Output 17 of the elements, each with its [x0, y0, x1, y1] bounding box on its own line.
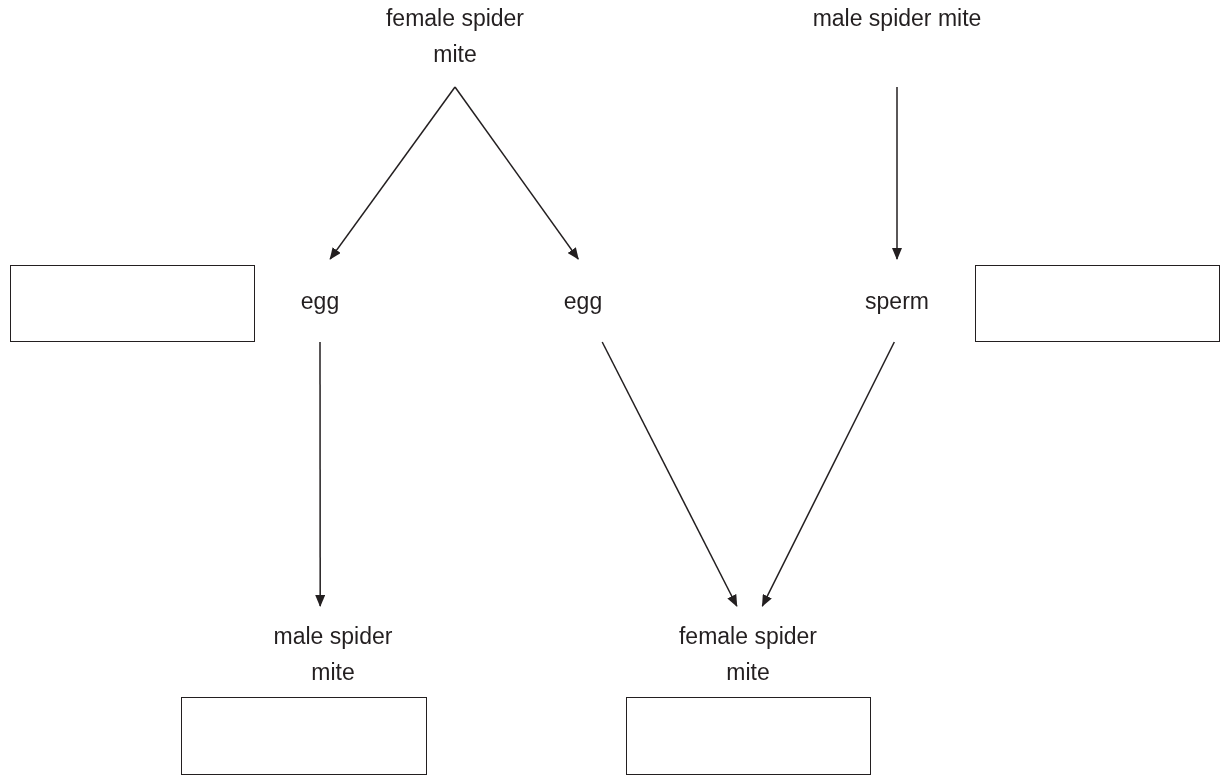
node-label: egg — [563, 286, 603, 316]
arrow — [315, 341, 326, 607]
arrow — [761, 341, 896, 607]
node-label: male spider mite — [812, 4, 982, 33]
answer-box — [975, 265, 1220, 342]
arrow — [601, 341, 738, 607]
answer-box — [181, 697, 427, 775]
answer-box — [626, 697, 871, 775]
node-label: sperm — [865, 286, 929, 316]
arrow — [892, 86, 902, 260]
node-label: egg — [300, 286, 340, 316]
node-label: male spider mite — [272, 622, 394, 687]
answer-box — [10, 265, 255, 342]
arrow — [454, 86, 579, 260]
node-label: female spider mite — [384, 4, 526, 69]
arrow — [329, 86, 456, 260]
node-label: female spider mite — [677, 622, 819, 687]
